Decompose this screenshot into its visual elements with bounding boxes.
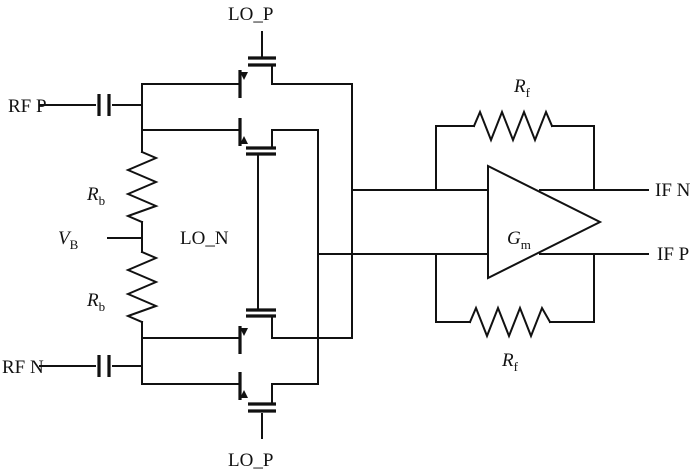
label-if-n: IF N [655,180,691,201]
resistor-rb-bottom [125,250,159,324]
gm-amplifier [487,164,603,280]
circuit-wires [39,31,649,439]
resistor-rf-top [472,109,554,143]
label-vb: VB [58,228,79,252]
label-rf-p: RF P [8,96,47,117]
label-gm: Gm [507,228,531,252]
label-rf-top: Rf [513,76,531,100]
transistor-t4 [238,372,276,413]
transistor-t2 [238,118,276,156]
label-lo-p-bottom: LO_P [228,450,273,471]
label-lo-p-top: LO_P [228,4,273,25]
resistor-rb-top [125,150,159,224]
label-if-p: IF P [657,244,689,265]
label-lo-n: LO_N [180,228,229,249]
label-rb-top: Rb [86,184,105,208]
label-rf-n: RF N [2,357,44,378]
capacitor-rf-n [97,355,111,377]
transistor-t3 [238,308,276,354]
resistor-rf-bottom [468,305,552,339]
transistor-t1 [238,56,276,98]
label-rb-bottom: Rb [86,290,105,314]
capacitor-rf-p [97,94,111,116]
label-rf-bottom: Rf [501,350,519,374]
